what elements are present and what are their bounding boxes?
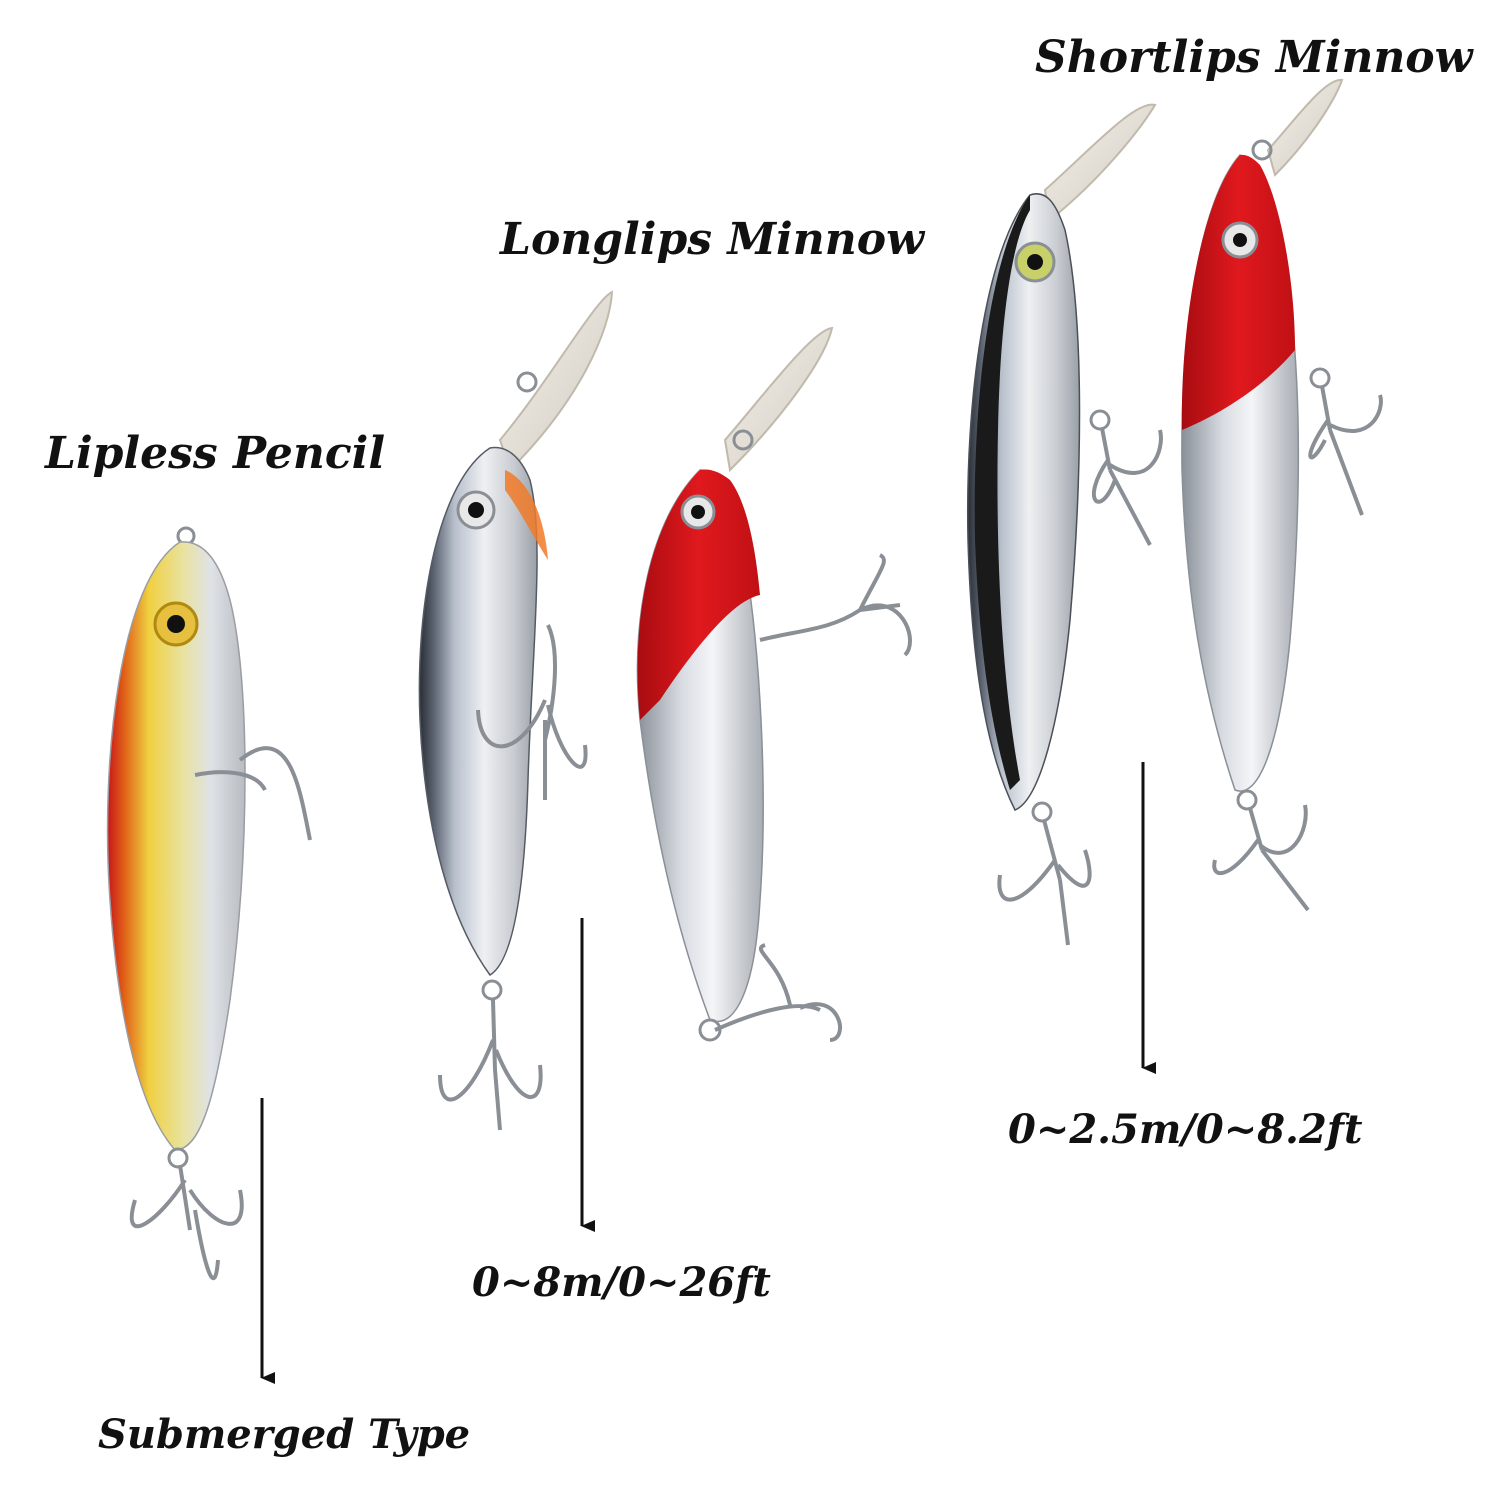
- lure-title-lipless-pencil: Lipless Pencil: [45, 428, 386, 479]
- lure-lipless-pencil: [106, 526, 312, 1384]
- line-tie-ring: [1251, 139, 1273, 161]
- black-back: [974, 195, 1030, 790]
- tail-split-ring: [481, 979, 503, 1001]
- lure-pupil: [167, 615, 185, 633]
- line-tie-ring: [732, 429, 754, 451]
- diving-lip: [1266, 78, 1344, 177]
- lure-pupil: [468, 502, 484, 518]
- red-head: [637, 469, 760, 720]
- orange-gill: [505, 470, 548, 560]
- lure-pupil: [691, 505, 705, 519]
- lure-shortlips-minnow-redhead: [1181, 78, 1383, 912]
- depth-label-shortlips-minnow: 0~2.5m/0~8.2ft: [1008, 1106, 1363, 1153]
- lure-title-longlips-minnow: Longlips Minnow: [500, 214, 924, 265]
- lure-longlips-minnow-silver: [418, 290, 614, 1131]
- diving-lip: [498, 290, 614, 472]
- treble-hook-belly: [1091, 427, 1163, 546]
- tail-split-ring: [1236, 789, 1258, 811]
- treble-hook-tail: [997, 819, 1092, 946]
- treble-hook-belly: [476, 624, 588, 800]
- treble-hook-belly: [759, 553, 912, 657]
- tail-split-ring: [1031, 801, 1053, 823]
- lure-longlips-minnow-redhead: [580, 326, 912, 1232]
- line-tie-ring: [516, 371, 538, 393]
- lure-shortlips-minnow-silver: [966, 103, 1163, 1074]
- red-head: [1181, 154, 1295, 430]
- depth-label-longlips-minnow: 0~8m/0~26ft: [472, 1259, 771, 1306]
- treble-hook-belly: [194, 746, 312, 841]
- treble-hook-tail: [714, 943, 842, 1042]
- tail-split-ring: [167, 1147, 189, 1169]
- tail-split-ring: [698, 1018, 722, 1042]
- treble-hook-tail: [129, 1164, 244, 1281]
- lure-pupil: [1027, 254, 1043, 270]
- lure-title-shortlips-minnow: Shortlips Minnow: [1035, 32, 1473, 83]
- treble-hook-tail: [438, 999, 543, 1131]
- lure-pupil: [1233, 233, 1247, 247]
- lure-body: [106, 541, 246, 1151]
- treble-hook-belly: [1308, 385, 1383, 516]
- treble-hook-tail: [1212, 804, 1310, 912]
- depth-label-lipless-pencil: Submerged Type: [98, 1411, 471, 1458]
- diving-lip: [1043, 103, 1157, 222]
- treble-hook-ring: [1089, 409, 1111, 431]
- treble-hook-ring: [1309, 367, 1331, 389]
